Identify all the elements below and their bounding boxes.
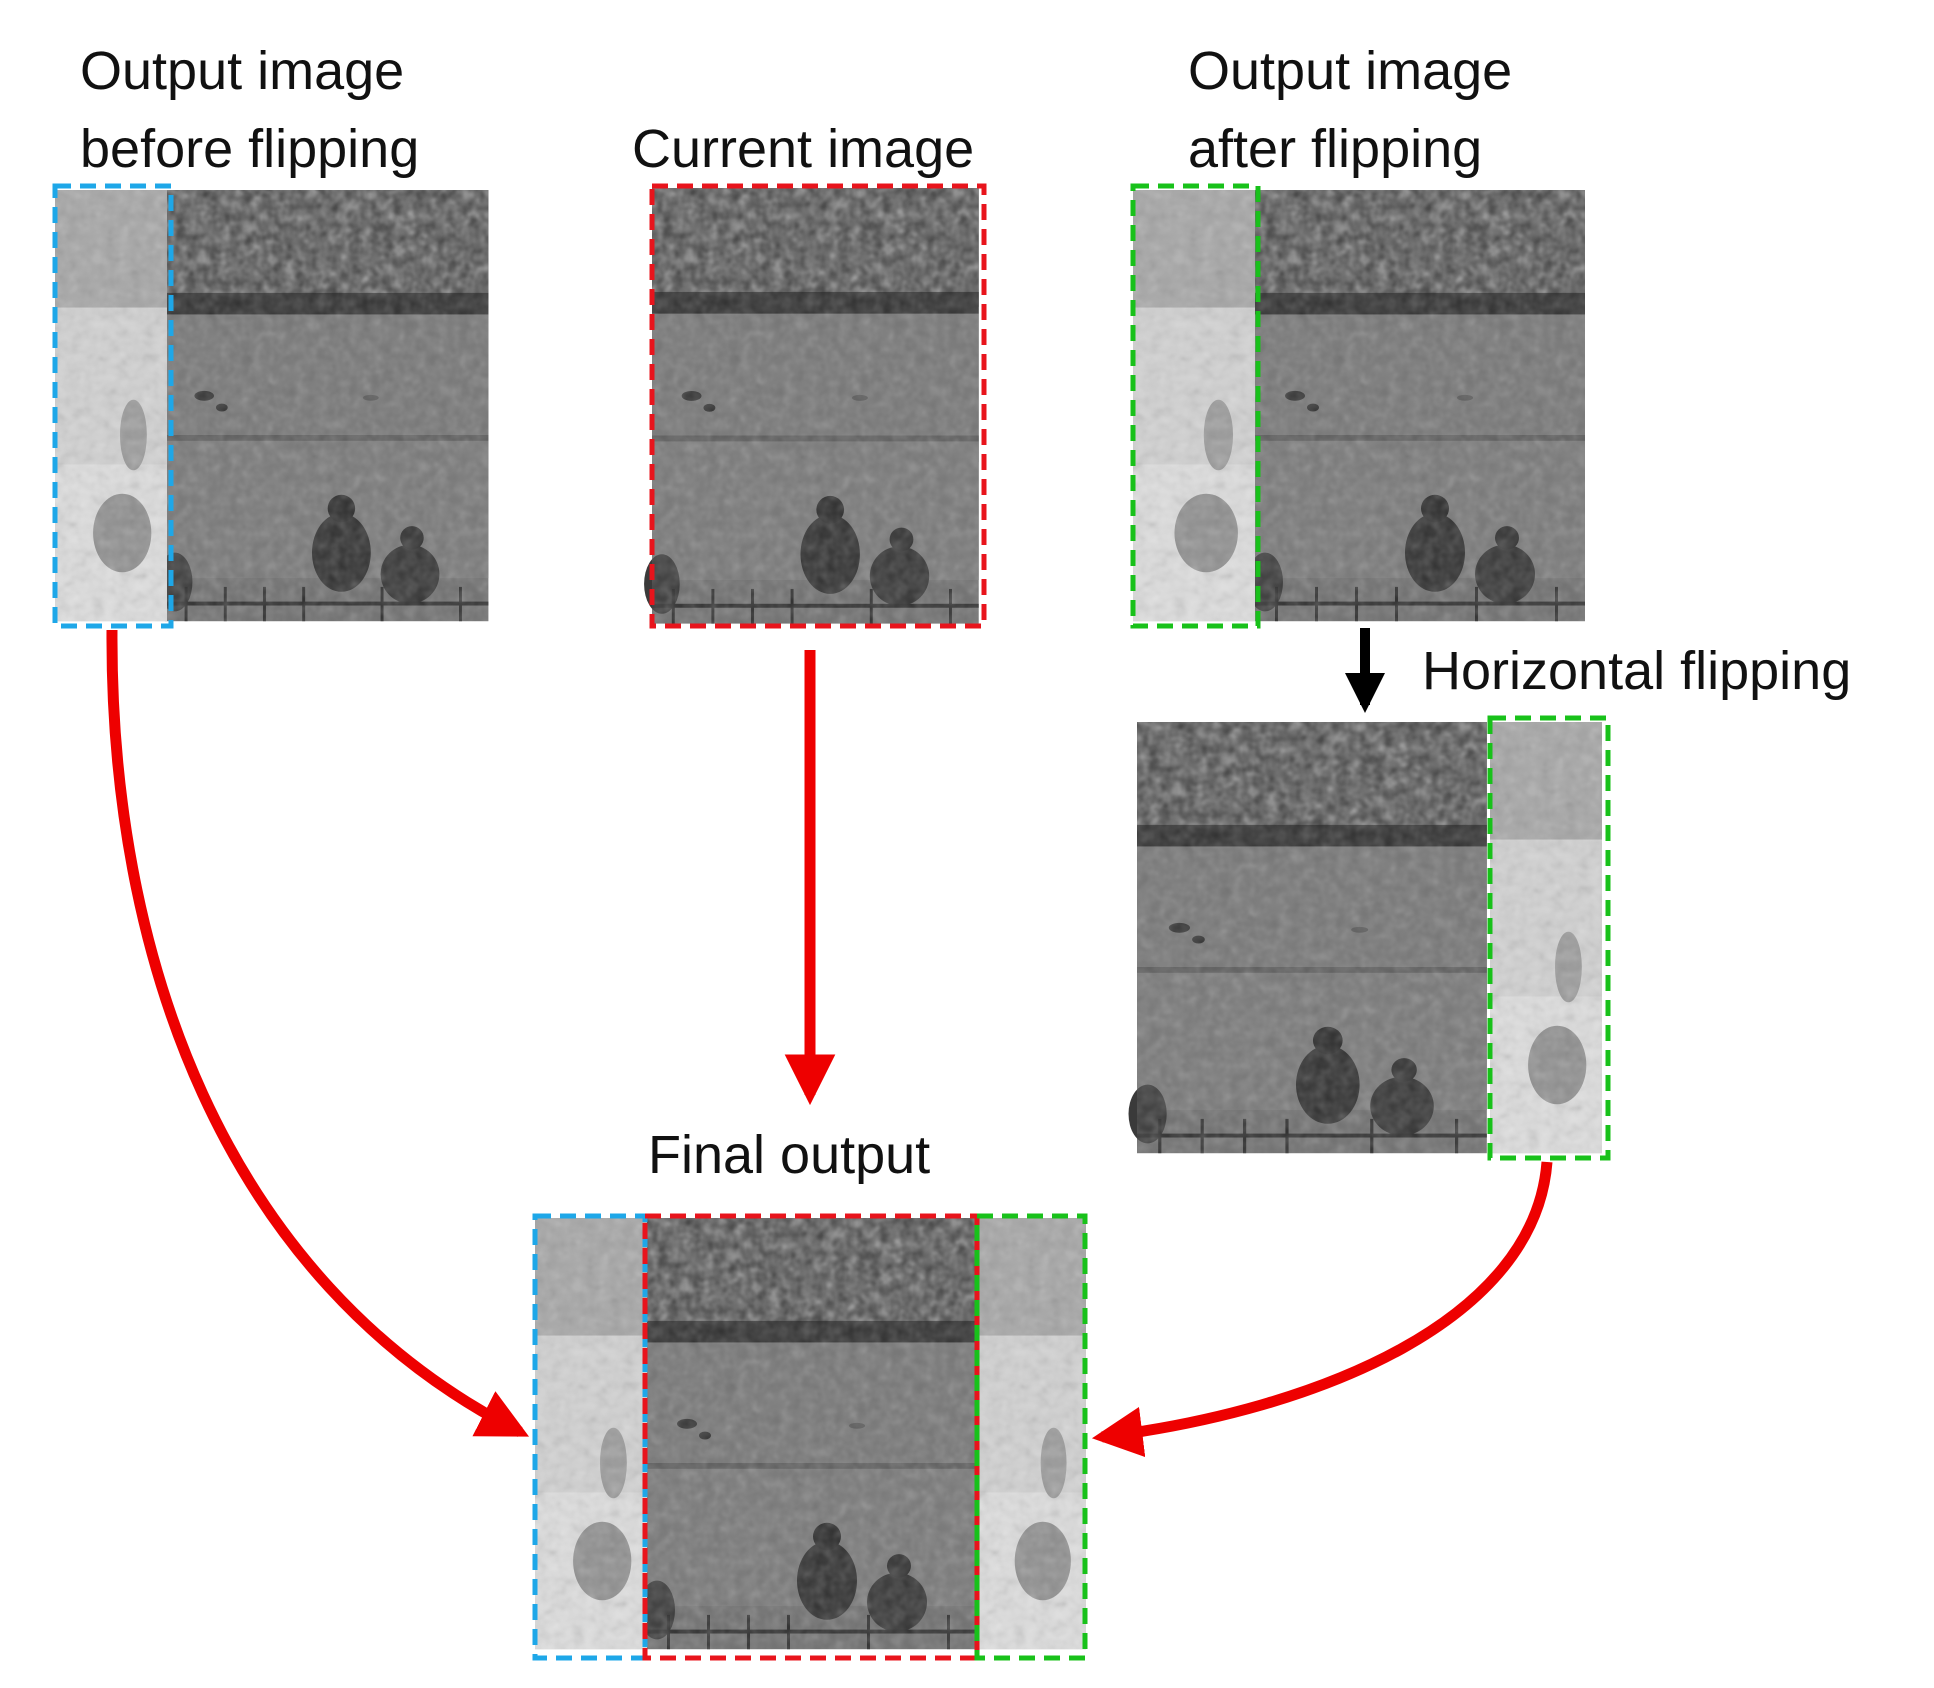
panel-before-flipping <box>52 183 488 629</box>
label-after-flipping-line1: Output image <box>1188 41 1513 101</box>
panel-final-output <box>532 1213 1088 1661</box>
panel-horizontal-flipped <box>1129 715 1611 1161</box>
arrow-flipped-to-final <box>1091 1161 1553 1458</box>
before-previous-region-box <box>52 183 174 629</box>
label-horizontal-flipping: Horizontal flipping <box>1422 641 1852 701</box>
label-before-flipping: Output image before flipping <box>80 32 419 188</box>
panel-current-image <box>644 183 987 629</box>
label-before-flipping-line2: before flipping <box>80 119 420 179</box>
label-final-output: Final output <box>648 1125 931 1185</box>
label-before-flipping-line1: Output image <box>80 41 405 101</box>
label-current-image: Current image <box>632 119 975 179</box>
flipped-next-region-box <box>1487 715 1611 1161</box>
arrow-before-to-final <box>106 629 530 1437</box>
panel-after-flipping <box>1130 183 1585 629</box>
current-region-box <box>649 183 987 629</box>
label-after-flipping: Output image after flipping <box>1188 32 1512 188</box>
final-next-region-box <box>974 1213 1088 1661</box>
after-next-region-box <box>1130 183 1261 629</box>
label-after-flipping-line2: after flipping <box>1188 119 1483 179</box>
